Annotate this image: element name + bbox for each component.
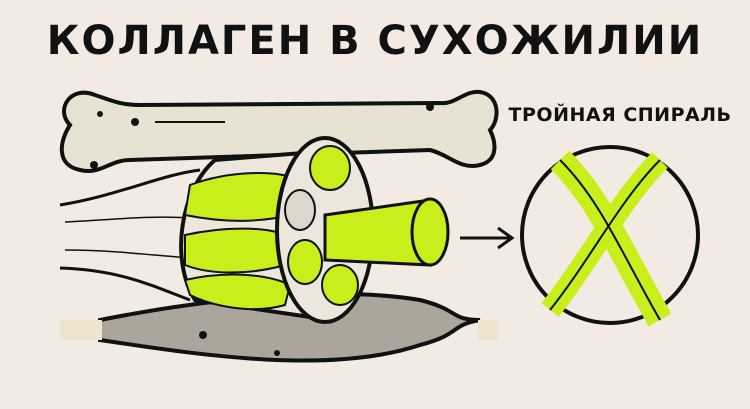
arrow-icon	[460, 226, 515, 250]
tendon-cross-section	[179, 136, 375, 324]
fiber-bundle	[323, 197, 450, 267]
diagram-title: КОЛЛАГЕН В СУХОЖИЛИИ	[46, 18, 704, 64]
bone	[59, 89, 499, 174]
helix-label: ТРОЙНАЯ СПИРАЛЬ	[508, 104, 732, 126]
tendon	[59, 168, 201, 302]
triple-helix	[520, 145, 700, 327]
